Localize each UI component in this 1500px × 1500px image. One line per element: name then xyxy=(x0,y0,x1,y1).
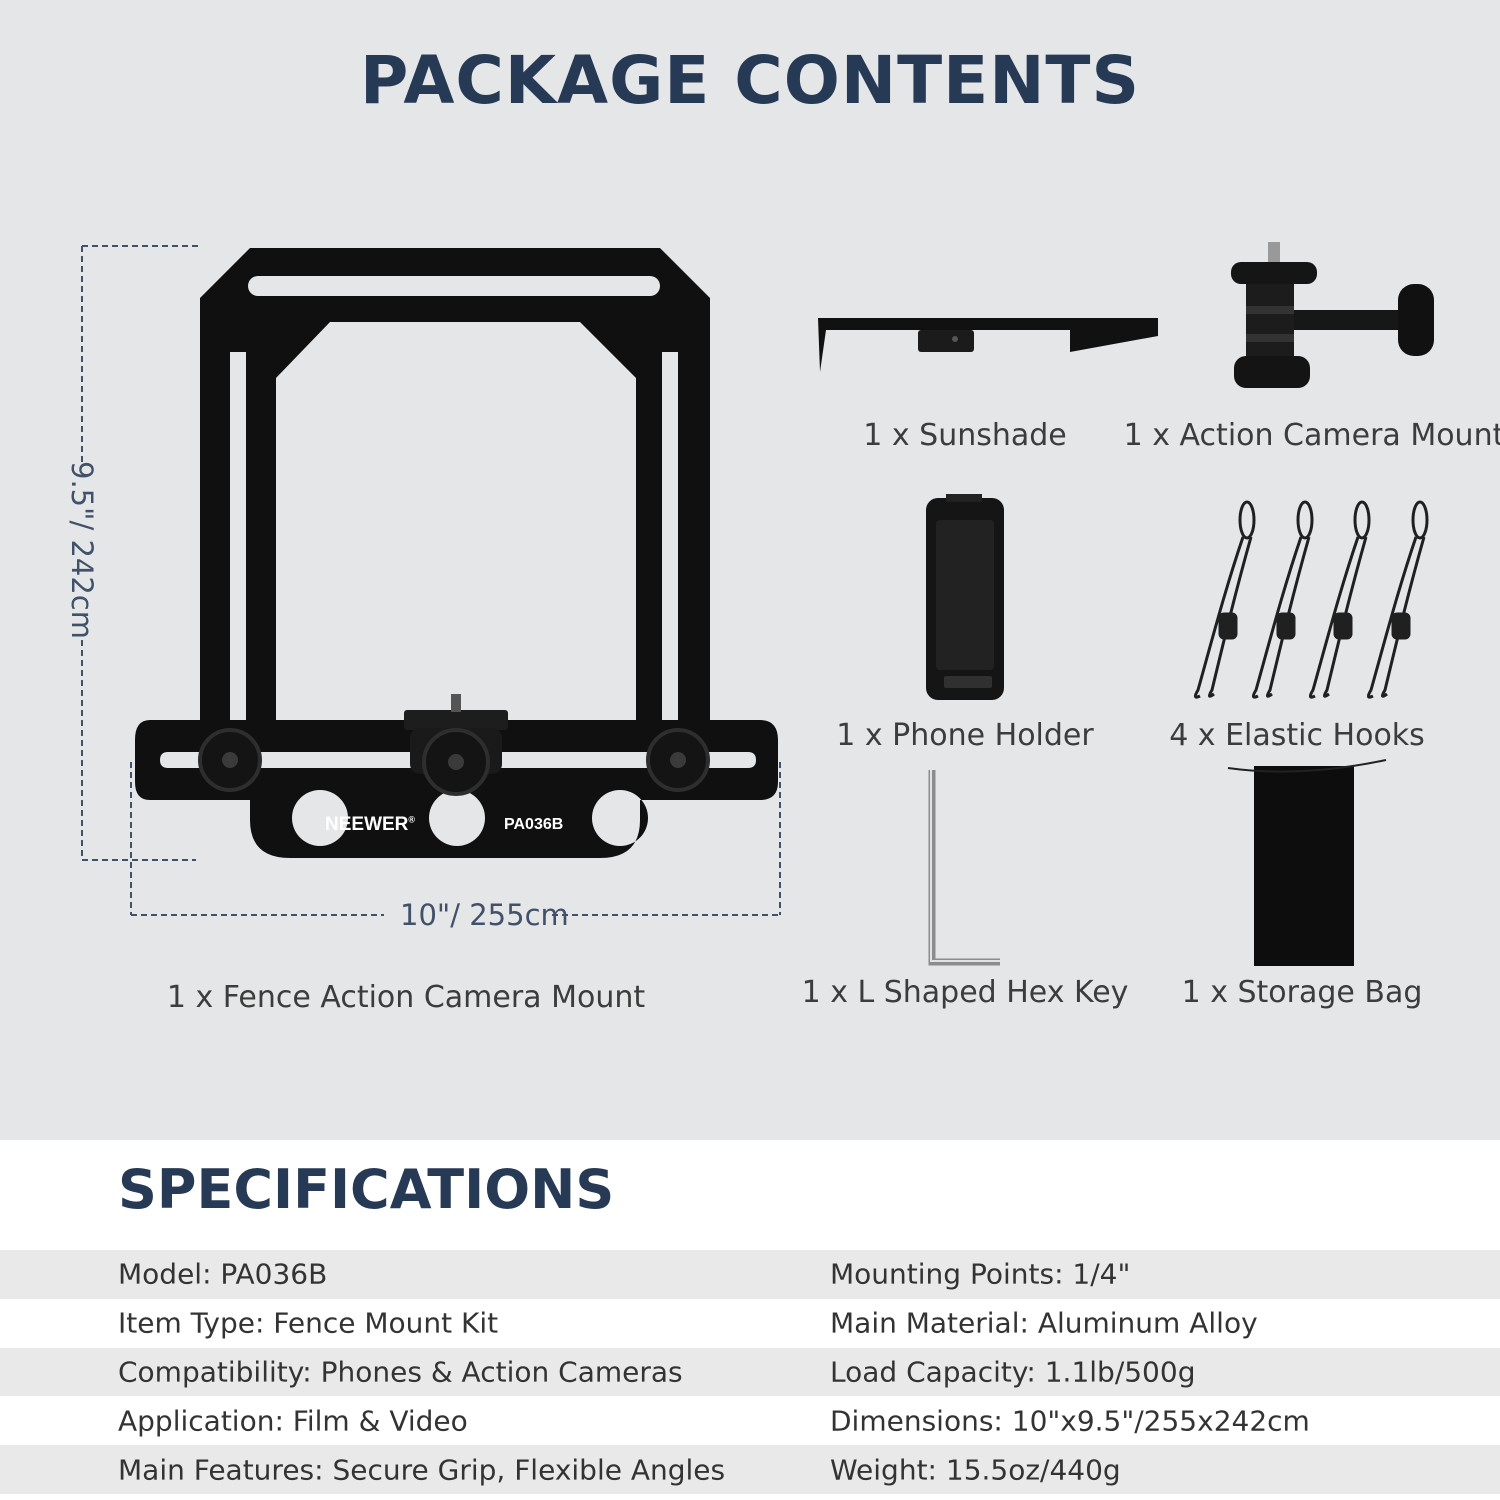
spec-cell: Compatibility: Phones & Action Cameras xyxy=(118,1355,683,1389)
specifications-table: Model: PA036B Mounting Points: 1/4" Item… xyxy=(0,1250,1500,1494)
spec-row: Application: Film & Video Dimensions: 10… xyxy=(0,1396,1500,1445)
brand-name: NEEWER xyxy=(325,814,409,835)
dimension-lines xyxy=(81,245,781,916)
package-contents-title: PACKAGE CONTENTS xyxy=(360,42,1140,119)
spec-cell: Weight: 15.5oz/440g xyxy=(830,1453,1121,1487)
spec-cell: Model: PA036B xyxy=(118,1257,328,1291)
spec-cell: Main Material: Aluminum Alloy xyxy=(830,1306,1258,1340)
registered-mark: ® xyxy=(408,814,416,825)
caption-hex-key: 1 x L Shaped Hex Key xyxy=(801,975,1129,1010)
spec-cell: Mounting Points: 1/4" xyxy=(830,1257,1131,1291)
caption-phone-holder: 1 x Phone Holder xyxy=(836,718,1094,753)
width-dimension-label: 10"/ 255cm xyxy=(400,898,569,932)
elastic-hooks-image xyxy=(1193,500,1429,699)
action-camera-mount-image xyxy=(1231,242,1434,388)
caption-sunshade: 1 x Sunshade xyxy=(863,418,1067,453)
spec-row: Main Features: Secure Grip, Flexible Ang… xyxy=(0,1445,1500,1494)
model-mark: PA036B xyxy=(504,816,564,833)
spec-row: Model: PA036B Mounting Points: 1/4" xyxy=(0,1250,1500,1299)
hex-key-image xyxy=(928,770,1000,966)
fence-mount-image xyxy=(135,248,778,858)
brand-logo: NEEWER® xyxy=(325,814,415,836)
spec-cell: Item Type: Fence Mount Kit xyxy=(118,1306,499,1340)
phone-holder-image xyxy=(926,494,1004,700)
spec-cell: Application: Film & Video xyxy=(118,1404,468,1438)
caption-elastic-hooks: 4 x Elastic Hooks xyxy=(1169,718,1425,753)
specifications-title: SPECIFICATIONS xyxy=(118,1158,615,1221)
height-dimension-label: 9.5"/ 242cm xyxy=(65,461,99,639)
spec-cell: Main Features: Secure Grip, Flexible Ang… xyxy=(118,1453,726,1487)
sunshade-image xyxy=(818,318,1158,372)
spec-cell: Load Capacity: 1.1lb/500g xyxy=(830,1355,1196,1389)
product-illustrations xyxy=(81,242,1434,966)
caption-action-mount: 1 x Action Camera Mount xyxy=(1123,418,1500,453)
spec-row: Compatibility: Phones & Action Cameras L… xyxy=(0,1347,1500,1397)
caption-fence-mount: 1 x Fence Action Camera Mount xyxy=(166,980,646,1015)
caption-storage-bag: 1 x Storage Bag xyxy=(1181,975,1423,1010)
spec-cell: Dimensions: 10"x9.5"/255x242cm xyxy=(830,1404,1310,1438)
storage-bag-image xyxy=(1227,759,1387,966)
spec-row: Item Type: Fence Mount Kit Main Material… xyxy=(0,1299,1500,1348)
